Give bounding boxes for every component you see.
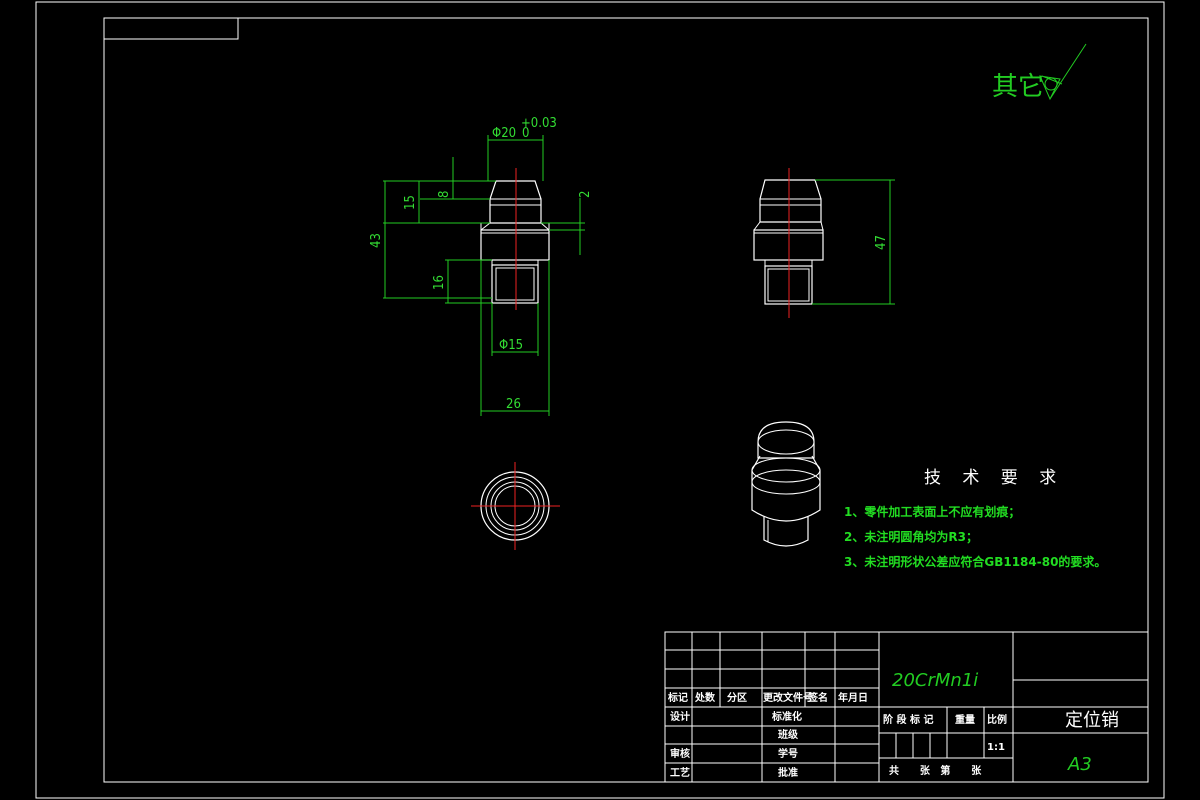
tb-standardize: 标准化 bbox=[771, 710, 802, 723]
tech-title: 技 术 要 求 bbox=[924, 468, 1064, 488]
top-view bbox=[471, 462, 560, 550]
tb-header-zone: 分区 bbox=[727, 691, 747, 704]
tb-header-sign: 签名 bbox=[807, 691, 828, 704]
tb-stage-mark: 阶 段 标 记 bbox=[883, 713, 933, 726]
tb-process: 工艺 bbox=[670, 766, 690, 779]
tech-item-2: 2、未注明圆角均为R3； bbox=[844, 529, 978, 544]
roughness-label: 其它 bbox=[992, 72, 1044, 102]
side-view: 47 bbox=[753, 168, 895, 318]
dim-thread-16: 16 bbox=[432, 275, 447, 290]
tech-item-1: 1、零件加工表面上不应有划痕； bbox=[844, 504, 1020, 519]
tb-approve: 批准 bbox=[778, 766, 798, 779]
front-thread bbox=[491, 264, 539, 304]
tb-sheet-size: A3 bbox=[1067, 754, 1092, 775]
dim-side-47: 47 bbox=[874, 235, 889, 250]
tb-check: 审核 bbox=[670, 747, 690, 760]
dim-gap-2: 2 bbox=[578, 191, 593, 198]
dim-top-tol-upper: +0.03 bbox=[521, 116, 557, 131]
tb-header-count: 处数 bbox=[694, 691, 716, 704]
tb-class: 班级 bbox=[778, 728, 799, 741]
technical-requirements: 技 术 要 求 1、零件加工表面上不应有划痕； 2、未注明圆角均为R3； 3、未… bbox=[844, 468, 1106, 569]
title-block: 标记 处数 分区 更改文件号 签名 年月日 设计 标准化 班级 审核 学号 工艺… bbox=[664, 631, 1149, 783]
tb-header-date: 年月日 bbox=[838, 691, 868, 704]
tb-scale: 比例 bbox=[987, 713, 1007, 726]
dim-43: 43 bbox=[369, 233, 384, 248]
tb-weight: 重量 bbox=[955, 713, 975, 726]
tb-student-no: 学号 bbox=[778, 747, 798, 760]
tb-design: 设计 bbox=[670, 710, 690, 723]
inner-frame bbox=[103, 17, 1149, 783]
front-collar bbox=[480, 229, 550, 261]
tb-sheets: 共 张 第 张 bbox=[889, 764, 982, 777]
dim-head-8: 8 bbox=[437, 191, 452, 198]
tb-header-mark: 标记 bbox=[667, 691, 688, 704]
roughness-mark: 其它 bbox=[992, 43, 1087, 102]
roughness-symbol bbox=[1039, 43, 1087, 101]
tech-item-3: 3、未注明形状公差应符合GB1184-80的要求。 bbox=[844, 554, 1106, 569]
isometric-view bbox=[751, 421, 821, 547]
corner-box bbox=[103, 17, 239, 40]
dim-head-15: 15 bbox=[403, 195, 418, 210]
tb-material: 20CrMn1i bbox=[892, 670, 978, 691]
dim-thread-diameter: Φ15 bbox=[499, 338, 523, 353]
tb-header-change-doc: 更改文件号 bbox=[763, 691, 813, 704]
dim-top-diameter: Φ20 bbox=[492, 126, 516, 141]
outer-frame bbox=[35, 1, 1165, 799]
dim-collar-26: 26 bbox=[506, 397, 521, 412]
tb-scale-value: 1:1 bbox=[987, 742, 1005, 753]
tb-part-name: 定位销 bbox=[1065, 710, 1119, 731]
dim-top-tol-lower: 0 bbox=[522, 126, 529, 141]
roughness-circle bbox=[1044, 77, 1058, 91]
front-view: Φ20 +0.03 0 8 15 43 16 2 Φ15 26 bbox=[369, 116, 593, 416]
